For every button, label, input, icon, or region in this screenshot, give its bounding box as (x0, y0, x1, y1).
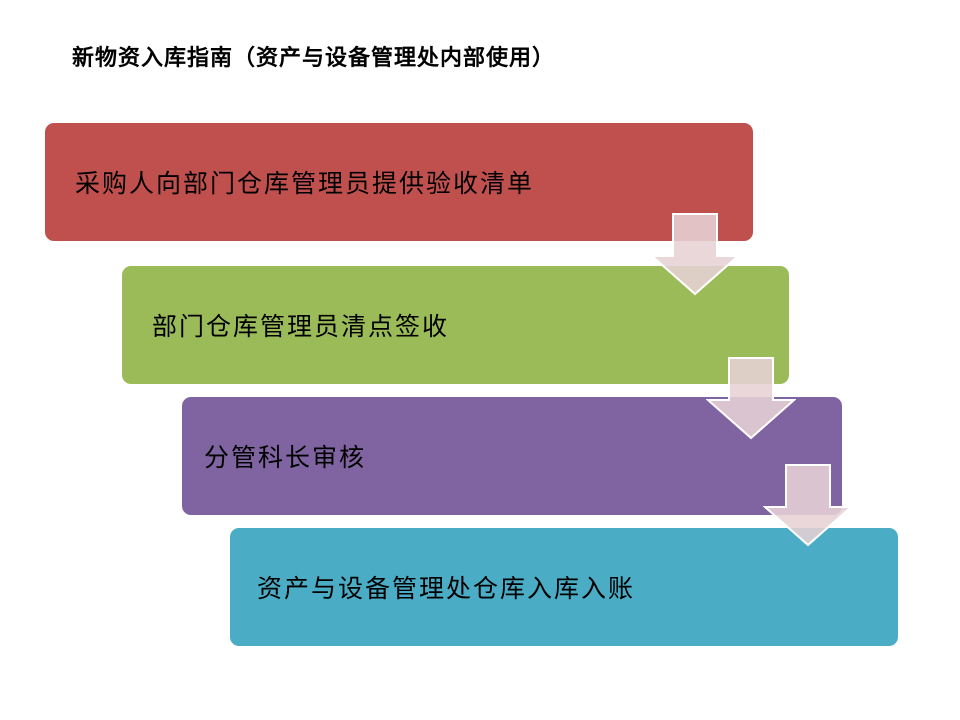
down-arrow-icon (706, 357, 796, 440)
step-label: 资产与设备管理处仓库入库入账 (257, 574, 636, 603)
step-label: 采购人向部门仓库管理员提供验收清单 (75, 169, 535, 198)
step-label: 部门仓库管理员清点签收 (152, 312, 450, 341)
down-arrow-icon (650, 213, 740, 296)
page-title: 新物资入库指南（资产与设备管理处内部使用） (72, 45, 556, 71)
step-label: 分管科长审核 (204, 443, 367, 472)
step-purchaser-submit-list: 采购人向部门仓库管理员提供验收清单 (45, 123, 753, 241)
step-asset-office-entry: 资产与设备管理处仓库入库入账 (230, 528, 898, 646)
step-warehouse-sign: 部门仓库管理员清点签收 (122, 266, 789, 384)
down-arrow-icon (763, 464, 853, 547)
